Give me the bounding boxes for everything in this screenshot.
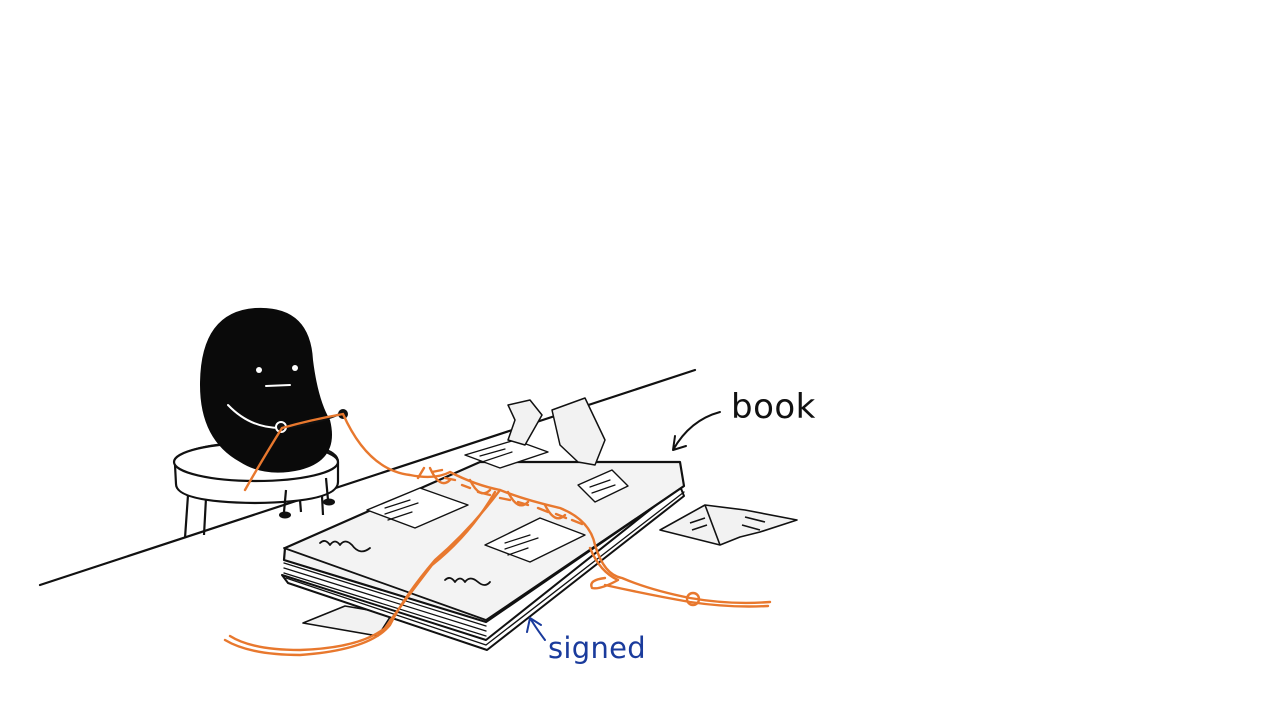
signed-label: signed	[548, 631, 647, 665]
book-label: book	[731, 387, 816, 427]
signed-arrow	[526, 617, 546, 641]
book-arrow	[672, 411, 721, 451]
loose-sheet-right	[659, 504, 798, 546]
thread-icon	[223, 412, 772, 657]
bound-book-icon	[281, 397, 686, 651]
